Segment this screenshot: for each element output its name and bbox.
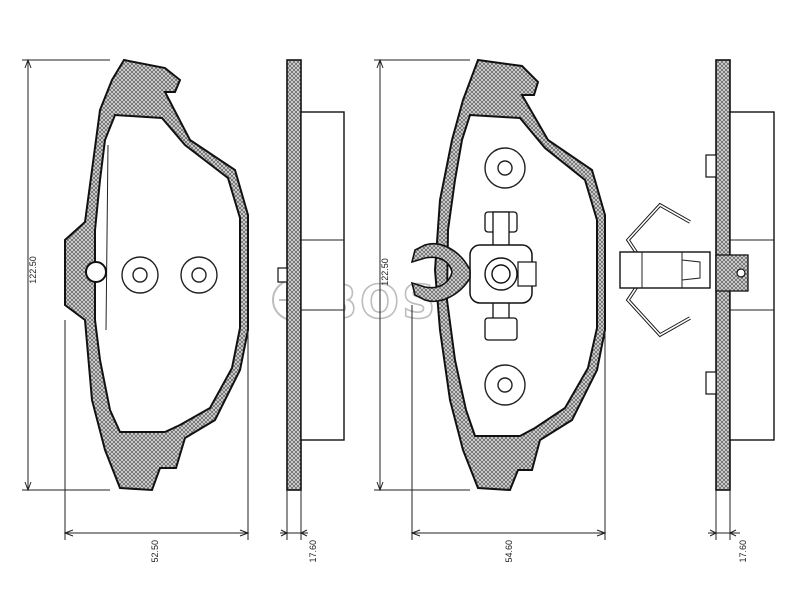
spring-clip [619, 202, 711, 338]
svg-text:17.60: 17.60 [308, 540, 318, 563]
svg-text:54.60: 54.60 [504, 540, 514, 563]
pad-2-width-dimension: 54.60 [410, 305, 607, 563]
pad-2-side-tab-top [705, 154, 717, 178]
pad-2-sensor-clip [410, 243, 471, 302]
pad-1-side-friction-block [300, 111, 345, 441]
pad-1-inner-contour-line [105, 144, 109, 331]
pad-2-rivet-hole-top [484, 147, 526, 189]
pad-2-rivet-hole-bottom [484, 364, 526, 406]
pad-2-side-tab-bottom [705, 371, 717, 395]
svg-text:17.60: 17.60 [738, 540, 748, 563]
pad-1-side-view [277, 59, 345, 491]
svg-text:122.50: 122.50 [380, 258, 390, 286]
pad-2-front-view [410, 58, 606, 492]
pad-2-side-view [705, 59, 775, 491]
pad-2-side-sensor [715, 254, 749, 292]
pad-1-width-dimension: 52.50 [63, 320, 250, 563]
svg-text:122.50: 122.50 [28, 256, 38, 284]
pad-2-height-dimension: 122.50 [374, 58, 470, 492]
pad-1-height-dimension: 122.50 [22, 58, 110, 492]
pad-1-rivet-hole-right [180, 256, 218, 294]
pad-2-wear-sensor [469, 211, 537, 341]
pad-1-side-tab [277, 267, 288, 283]
pad-1-thickness-dimension: 17.60 [280, 490, 318, 563]
pad-1-friction-material [94, 113, 241, 433]
svg-text:52.50: 52.50 [150, 540, 160, 563]
pad-1-rivet-hole-left [121, 256, 159, 294]
pad-1-front-view [64, 58, 249, 492]
pad-1-tab-hole [85, 261, 107, 283]
pad-2-thickness-dimension: 17.60 [708, 490, 748, 563]
pad-1-side-backing-plate [286, 59, 302, 491]
